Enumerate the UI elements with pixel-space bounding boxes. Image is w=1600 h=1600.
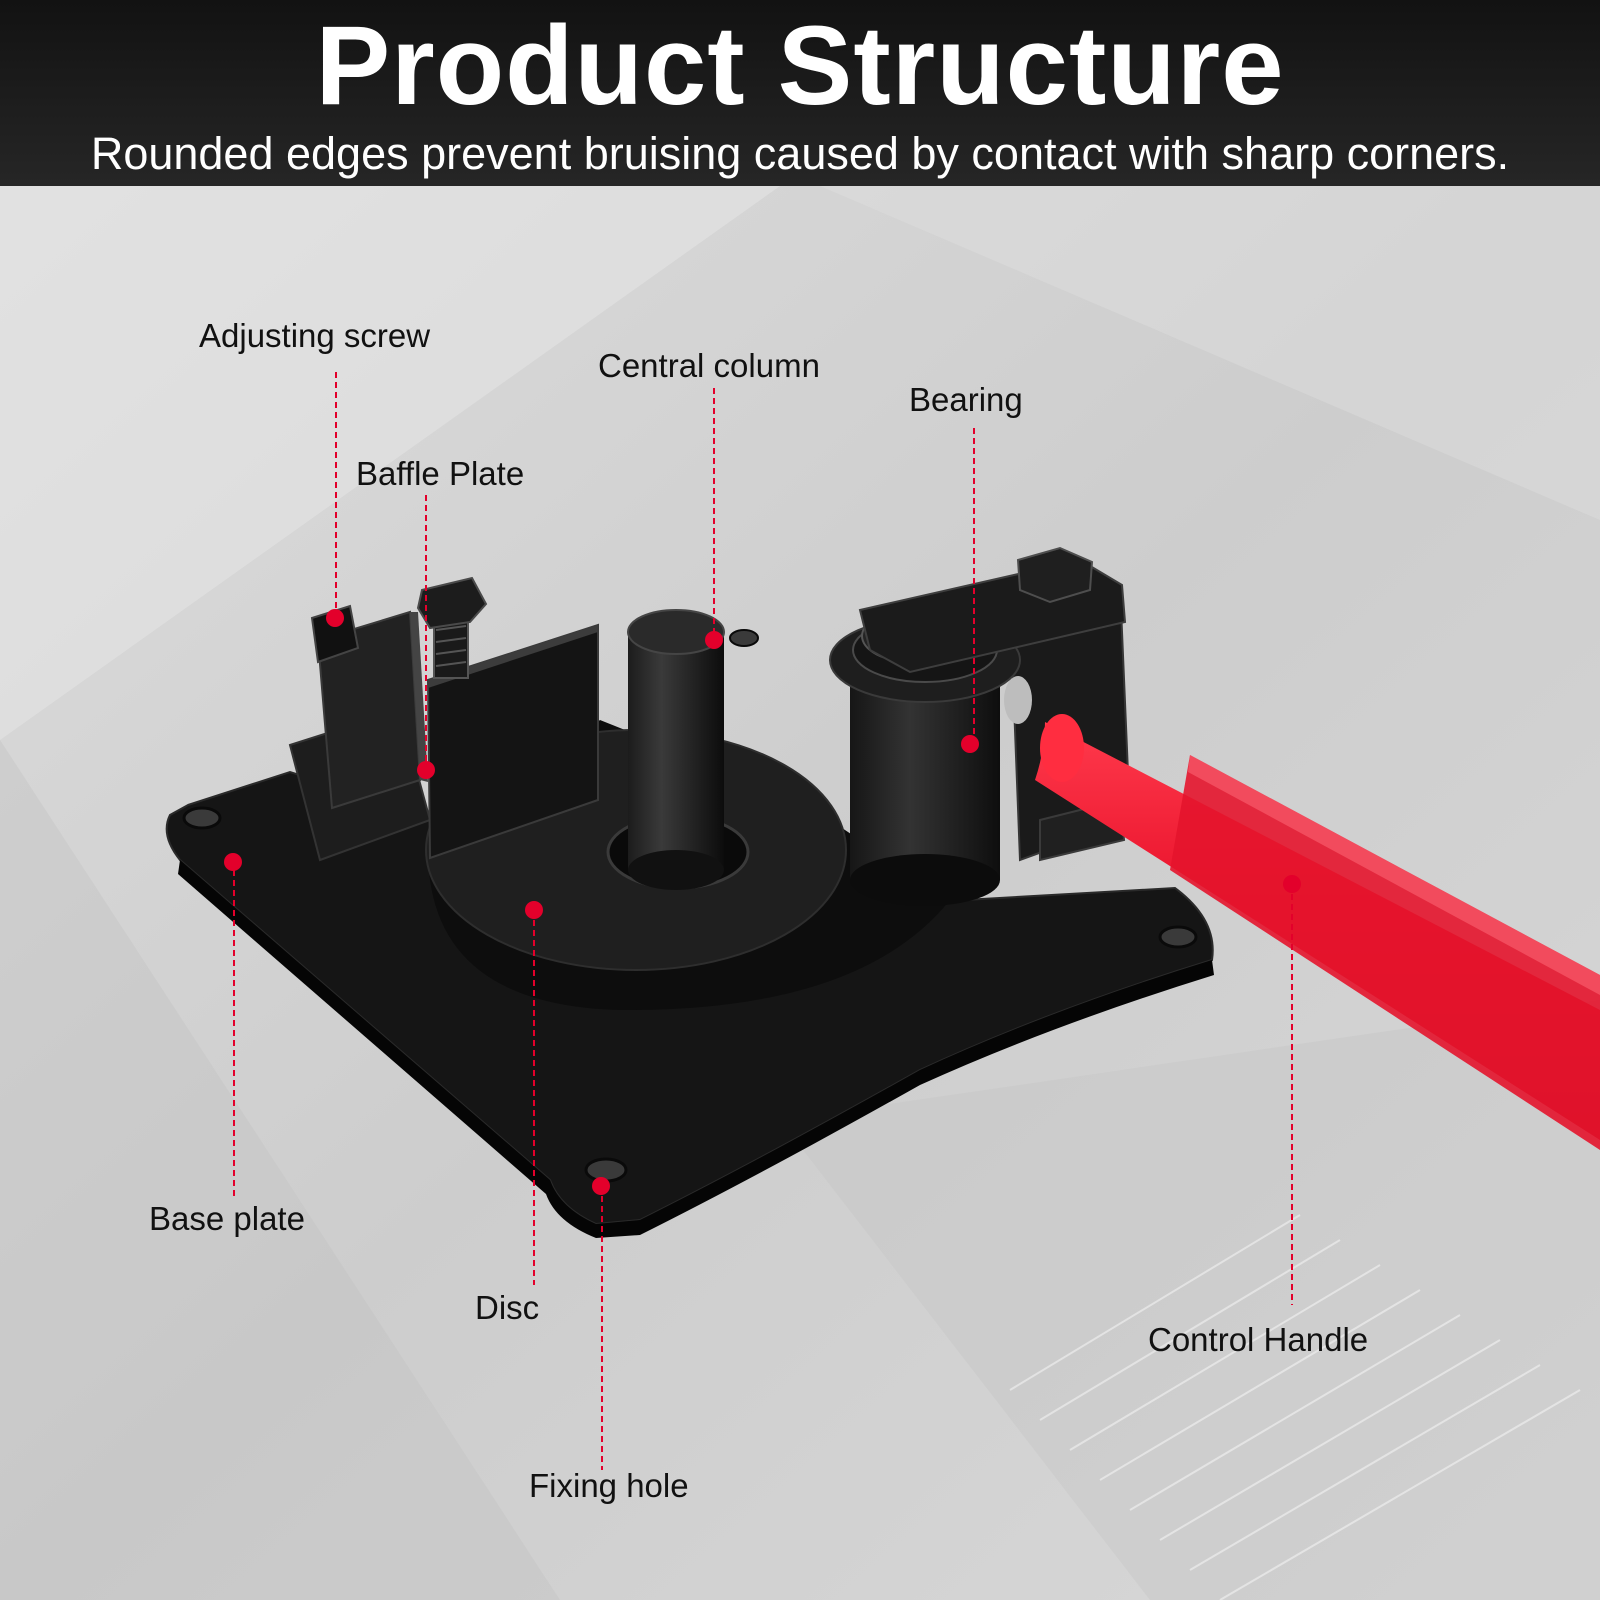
floor-facet	[780, 1000, 1600, 1600]
callout-dot-disc	[525, 901, 543, 919]
label-bearing: Bearing	[909, 381, 1023, 418]
callout-dot-base-plate	[224, 853, 242, 871]
shadow-facet	[0, 740, 560, 1600]
bearing-base	[850, 854, 1000, 906]
page-title: Product Structure	[315, 3, 1285, 128]
header-banner: Product Structure Rounded edges prevent …	[0, 0, 1600, 186]
baffle-plate-edge	[428, 625, 598, 688]
screw-block-highlight	[410, 612, 428, 782]
page-subtitle: Rounded edges prevent bruising caused by…	[90, 128, 1510, 179]
callout-dot-central-column	[705, 631, 723, 649]
callout-dots	[224, 609, 1301, 1195]
fixing-hole	[182, 806, 222, 830]
decorative-stripes	[1009, 1214, 1581, 1600]
label-control-handle: Control Handle	[1148, 1321, 1369, 1358]
bracket-slot	[1004, 676, 1032, 724]
callout-dot-baffle-plate	[417, 761, 435, 779]
callout-dot-control-handle	[1283, 875, 1301, 893]
label-disc: Disc	[475, 1289, 540, 1326]
callout-dot-bearing	[961, 735, 979, 753]
label-baffle-plate: Baffle Plate	[356, 455, 525, 492]
label-base-plate: Base plate	[149, 1200, 305, 1237]
callout-dot-adjusting-screw	[326, 609, 344, 627]
label-adjusting-screw: Adjusting screw	[199, 317, 431, 354]
central-column	[628, 632, 724, 870]
light-facet-right	[820, 186, 1600, 520]
label-central-column: Central column	[598, 347, 820, 384]
handle-highlight	[1188, 755, 1600, 995]
fixing-hole	[1158, 925, 1198, 949]
light-facet	[0, 186, 780, 740]
central-column-top	[627, 609, 725, 655]
baffle-bolt-head	[416, 576, 488, 630]
fixing-hole	[584, 1157, 628, 1183]
base-plate-edge	[178, 860, 1214, 1238]
link-plate-bolt	[1016, 546, 1094, 604]
baffle-plate	[426, 623, 599, 860]
central-column-base	[628, 850, 724, 890]
handle-end	[1040, 714, 1084, 782]
bolt-threads	[435, 625, 467, 667]
callout-leaders	[233, 372, 1293, 1470]
label-fixing-hole: Fixing hole	[529, 1467, 689, 1504]
product-illustration	[0, 186, 1600, 1600]
disc-hole	[729, 629, 759, 647]
callout-dot-fixing-hole	[592, 1177, 610, 1195]
handle-grip	[1170, 755, 1600, 1150]
